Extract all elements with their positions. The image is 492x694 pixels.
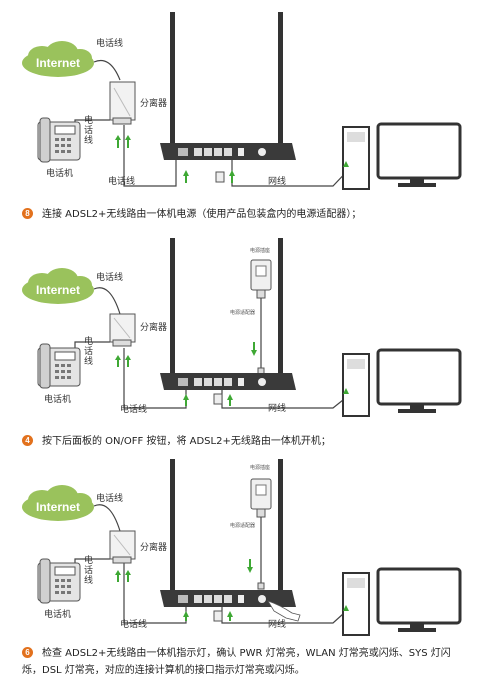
power-socket-label: 电源插座 — [250, 464, 270, 471]
telephone-icon — [37, 558, 81, 604]
phone-line-vlabel-2: 话 — [84, 124, 93, 136]
arrow-up-icon — [227, 611, 233, 617]
power-adapter-label: 电源适配器 — [230, 522, 255, 529]
power-socket-label: 电源插座 — [250, 247, 270, 254]
network-cable-label: 网线 — [268, 402, 286, 414]
step-6: 6 检查 ADSL2+无线路由一体机指示灯，确认 PWR 灯常亮，WLAN 灯常亮… — [22, 645, 462, 679]
power-adapter-label: 电源适配器 — [230, 309, 255, 316]
arrow-up-icon — [125, 355, 131, 360]
telephone-icon — [37, 117, 81, 163]
diagram-panel-2: Internet 电话线 分离器 电 话 线 电话机 电话线 网线 电源插座 电… — [0, 230, 492, 430]
diagram-panel-3: Internet 电话线 分离器 电 话 线 电话机 电话线 网线 电源插座 电… — [0, 455, 492, 640]
phone-line-label-bottom: 电话线 — [120, 403, 147, 415]
phone-line-vlabel-1: 电 — [84, 335, 93, 347]
phone-line-vlabel-2: 话 — [84, 345, 93, 357]
internet-cloud: Internet — [22, 268, 94, 304]
splitter — [109, 530, 136, 564]
telephone-icon — [37, 343, 81, 389]
internet-label: Internet — [36, 56, 80, 70]
step-4: 4 按下后面板的 ON/OFF 按钮，将 ADSL2+无线路由一体机开机； — [22, 433, 331, 450]
splitter-label: 分离器 — [140, 321, 167, 333]
phone-line-vlabel-1: 电 — [84, 114, 93, 126]
phone-line-label-bottom: 电话线 — [120, 618, 147, 630]
splitter-label: 分离器 — [140, 97, 167, 109]
phone-line-vlabel-1: 电 — [84, 554, 93, 566]
arrow-up-icon — [229, 170, 235, 176]
computer-icon — [342, 348, 462, 417]
computer-icon — [342, 567, 462, 636]
arrow-up-icon — [125, 135, 131, 140]
network-cable-label: 网线 — [268, 618, 286, 630]
arrow-up-icon — [115, 570, 121, 575]
phone-line-label: 电话线 — [96, 37, 123, 49]
phone-line-vlabel-3: 线 — [84, 134, 93, 146]
phone-line-label: 电话线 — [96, 492, 123, 504]
step-text: 连接 ADSL2+无线路由一体机电源（使用产品包装盒内的电源适配器）； — [42, 209, 362, 220]
splitter — [109, 81, 136, 125]
step-text: 检查 ADSL2+无线路由一体机指示灯，确认 PWR 灯常亮，WLAN 灯常亮或… — [42, 648, 451, 659]
arrow-up-icon — [183, 394, 189, 400]
hand-icon — [267, 600, 301, 622]
arrow-up-icon — [115, 355, 121, 360]
diagram-panel-1: Internet 电话线 分离器 电 话 线 电话机 电话线 网线 — [0, 0, 492, 200]
internet-label: Internet — [36, 500, 80, 514]
internet-cloud: Internet — [22, 41, 94, 77]
splitter — [109, 313, 136, 347]
step-number-badge: 4 — [22, 435, 33, 446]
phone-line-vlabel-2: 话 — [84, 564, 93, 576]
computer-icon — [342, 122, 462, 190]
phone-line-label-bottom: 电话线 — [108, 175, 135, 187]
connection-diagram-1: Internet 电话线 分离器 电 话 线 电话机 电话线 网线 — [22, 12, 462, 190]
telephone-label: 电话机 — [46, 167, 73, 179]
arrow-up-icon — [115, 135, 121, 140]
internet-cloud: Internet — [22, 485, 94, 521]
network-cable-label: 网线 — [268, 175, 286, 187]
step-text-continued: 烁，DSL 灯常亮，对应的连接计算机的接口指示灯常亮或闪烁。 — [22, 665, 305, 676]
arrow-up-icon — [125, 570, 131, 575]
router-icon — [160, 12, 296, 160]
splitter-label: 分离器 — [140, 541, 167, 553]
phone-line-vlabel-3: 线 — [84, 574, 93, 586]
router-icon — [160, 459, 296, 607]
phone-line-label: 电话线 — [96, 271, 123, 283]
phone-line-vlabel-3: 线 — [84, 355, 93, 367]
step-text: 按下后面板的 ON/OFF 按钮，将 ADSL2+无线路由一体机开机； — [42, 436, 331, 447]
power-adapter-icon — [250, 478, 272, 590]
arrow-up-icon — [227, 394, 233, 400]
internet-label: Internet — [36, 283, 80, 297]
arrow-down-icon — [251, 350, 257, 356]
telephone-label: 电话机 — [44, 393, 71, 405]
step-number-badge: 6 — [22, 647, 33, 658]
connection-diagram-2: Internet 电话线 分离器 电 话 线 电话机 电话线 网线 电源插座 电… — [22, 238, 462, 417]
arrow-up-icon — [183, 170, 189, 176]
connection-diagram-3: Internet 电话线 分离器 电 话 线 电话机 电话线 网线 电源插座 电… — [22, 459, 462, 636]
telephone-label: 电话机 — [44, 608, 71, 620]
router-icon — [160, 238, 296, 390]
arrow-down-icon — [247, 567, 253, 573]
power-adapter-icon — [250, 259, 272, 375]
arrow-up-icon — [183, 611, 189, 617]
step-number-badge: 8 — [22, 208, 33, 219]
step-8: 8 连接 ADSL2+无线路由一体机电源（使用产品包装盒内的电源适配器）； — [22, 206, 361, 223]
